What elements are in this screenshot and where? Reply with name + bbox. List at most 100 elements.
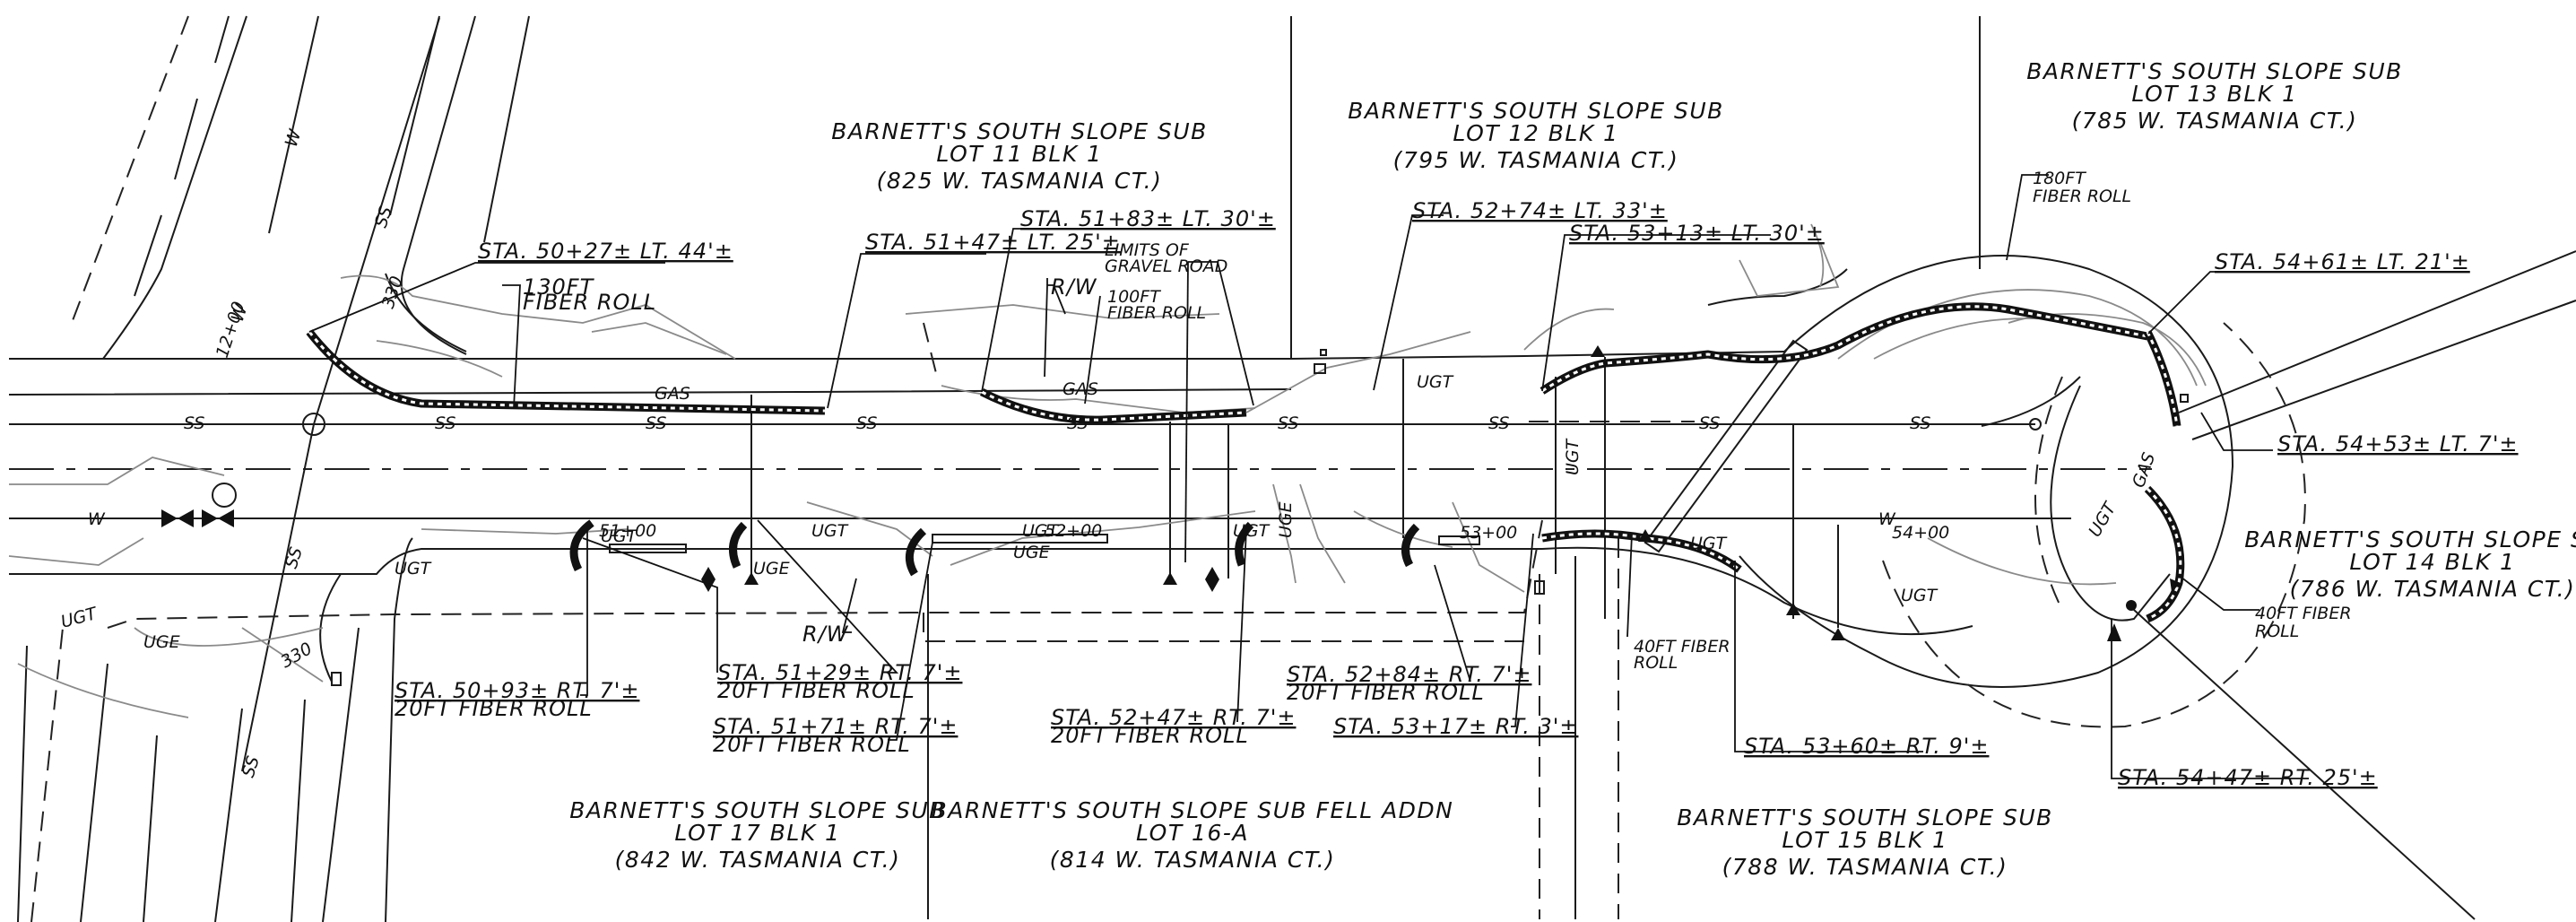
- lot-label-lot16a: BARNETT'S SOUTH SLOPE SUB FELL ADDN LOT …: [932, 797, 1454, 873]
- callout-130ft: 130FT: [523, 274, 595, 300]
- tag-ugt-5: UGT: [1022, 521, 1060, 541]
- callout-180ft: 180FT: [2033, 169, 2086, 188]
- callout-40ft-mid: 40FT FIBER: [1634, 637, 1730, 657]
- callout-sta-53-60: STA. 53+60± RT. 9'±: [1744, 734, 1989, 759]
- lot11-line1: BARNETT'S SOUTH SLOPE SUB: [831, 118, 1208, 144]
- leaders: [308, 174, 2309, 779]
- tag-ss-8: SS: [1699, 413, 1720, 433]
- lot13-line1: BARNETT'S SOUTH SLOPE SUB: [2026, 58, 2403, 84]
- lot12-line1: BARNETT'S SOUTH SLOPE SUB: [1348, 98, 1724, 124]
- station-52: 52+00: [1045, 521, 1102, 541]
- callouts-top: STA. 50+27± LT. 44'± 130FT FIBER ROLL ST…: [478, 169, 2519, 457]
- tag-uge-4: UGE: [1276, 501, 1296, 538]
- tag-ugt-8: UGT: [1901, 586, 1939, 605]
- lot16a-line1: BARNETT'S SOUTH SLOPE SUB FELL ADDN: [932, 797, 1454, 823]
- callout-sta-51-71: STA. 51+71± RT. 7'±: [713, 714, 958, 739]
- station-51: 51+00: [599, 521, 656, 541]
- callout-sta-51-47: STA. 51+47± LT. 25'±: [865, 230, 1121, 255]
- tag-ugt-4: UGT: [811, 521, 849, 541]
- callout-40ft-right-roll: ROLL: [2255, 622, 2299, 641]
- tag-ugt-2: UGT: [395, 559, 432, 578]
- tag-gas-2: GAS: [655, 384, 690, 404]
- tag-uge-2: UGE: [753, 559, 790, 578]
- lot15-line3: (788 W. TASMANIA CT.): [1722, 854, 2008, 880]
- callout-40ft-mid-roll: ROLL: [1634, 653, 1678, 673]
- tag-ss-4: SS: [856, 413, 877, 433]
- tag-ss-9: SS: [1910, 413, 1930, 433]
- tag-ss-12: SS: [239, 753, 264, 779]
- station-54: 54+00: [1892, 523, 1949, 543]
- callout-gravel-road: GRAVEL ROAD: [1105, 257, 1227, 276]
- tag-contour-2: 330: [278, 639, 316, 672]
- lot17-line2: LOT 17 BLK 1: [674, 820, 840, 846]
- contours: [421, 304, 1615, 593]
- lot12-line3: (795 W. TASMANIA CT.): [1393, 147, 1679, 173]
- lot15-line2: LOT 15 BLK 1: [1782, 827, 1947, 853]
- station-53: 53+00: [1460, 523, 1517, 543]
- tag-ugt-10: UGT: [2085, 498, 2121, 540]
- lot-label-lot12: BARNETT'S SOUTH SLOPE SUB LOT 12 BLK 1 (…: [1348, 98, 1724, 173]
- road-linework: [8, 16, 2152, 922]
- callout-sta-54-47: STA. 54+47± RT. 25'±: [2118, 765, 2378, 790]
- lot14-line3: (786 W. TASMANIA CT.): [2290, 576, 2576, 602]
- tag-ugt-7: UGT: [1690, 534, 1728, 553]
- lot-label-lot17: BARNETT'S SOUTH SLOPE SUB LOT 17 BLK 1 (…: [569, 797, 946, 873]
- lot13-line2: LOT 13 BLK 1: [2131, 81, 2297, 107]
- cross-street: [8, 15, 736, 922]
- tag-ss-3: SS: [646, 413, 666, 433]
- callout-sta-54-61: STA. 54+61± LT. 21'±: [2215, 249, 2470, 274]
- lot11-line2: LOT 11 BLK 1: [936, 141, 1102, 167]
- callout-sta-52-84: STA. 52+84± RT. 7'±: [1287, 662, 1531, 687]
- lot-label-lot13: BARNETT'S SOUTH SLOPE SUB LOT 13 BLK 1 (…: [2026, 58, 2403, 134]
- tag-ss-1: SS: [184, 413, 204, 433]
- callout-100ft: 100FT: [1107, 287, 1161, 307]
- lot14-line1: BARNETT'S SOUTH SLOPE SUB: [2244, 526, 2576, 552]
- callout-100ft-roll: FIBER ROLL: [1107, 303, 1206, 323]
- tag-ugt-1: UGT: [1417, 372, 1454, 392]
- devices: [161, 345, 2189, 686]
- tag-gas-1: GAS: [1062, 379, 1098, 399]
- tag-ugt-3: UGT: [601, 526, 638, 546]
- tag-ss-7: SS: [1488, 413, 1509, 433]
- lot17-line1: BARNETT'S SOUTH SLOPE SUB: [569, 797, 946, 823]
- tag-ugt-6: UGT: [1233, 521, 1271, 541]
- tag-ss-5: SS: [1067, 413, 1088, 433]
- callout-sta-53-17: STA. 53+17± RT. 3'±: [1333, 714, 1578, 739]
- tag-ugt-11: UGT: [59, 604, 100, 632]
- callout-sta-50-93-roll: 20FT FIBER ROLL: [395, 696, 593, 721]
- callout-sta-51-29: STA. 51+29± RT. 7'±: [717, 660, 962, 685]
- callout-130ft-roll: FIBER ROLL: [523, 290, 656, 315]
- tag-ss-2: SS: [435, 413, 455, 433]
- tag-ugt-9: UGT: [1563, 438, 1583, 475]
- tag-uge-1: UGE: [1013, 543, 1050, 562]
- tag-w-1: W: [88, 509, 106, 529]
- lot13-line3: (785 W. TASMANIA CT.): [2072, 108, 2358, 134]
- lot17-line3: (842 W. TASMANIA CT.): [615, 847, 901, 873]
- fiber-rolls: [306, 302, 2185, 623]
- lot16a-line3: (814 W. TASMANIA CT.): [1050, 847, 1336, 873]
- callout-sta-50-27: STA. 50+27± LT. 44'±: [478, 239, 733, 264]
- callout-sta-50-93: STA. 50+93± RT. 7'±: [395, 678, 639, 703]
- callout-sta-52-47: STA. 52+47± RT. 7'±: [1051, 705, 1296, 730]
- callout-rw-top: R/W: [1051, 274, 1097, 300]
- callout-sta-52-74: STA. 52+74± LT. 33'±: [1412, 198, 1668, 223]
- tag-ss-6: SS: [1278, 413, 1298, 433]
- callout-limits: LIMITS OF: [1105, 240, 1190, 260]
- callout-sta-51-71-roll: 20FT FIBER ROLL: [713, 732, 911, 757]
- callout-sta-52-47-roll: 20FT FIBER ROLL: [1051, 723, 1249, 748]
- tag-gas-3: GAS: [2129, 450, 2159, 491]
- callouts-bottom: 40FT FIBER ROLL STA. 54+47± RT. 25'± STA…: [395, 604, 2378, 790]
- callout-180ft-roll: FIBER ROLL: [2033, 187, 2131, 206]
- lot12-line2: LOT 12 BLK 1: [1453, 120, 1618, 146]
- callout-sta-53-13: STA. 53+13± LT. 30'±: [1569, 221, 1825, 246]
- lot14-line2: LOT 14 BLK 1: [2349, 549, 2515, 575]
- utility-verticals: [750, 359, 1557, 583]
- callout-sta-54-53: STA. 54+53± LT. 7'±: [2277, 431, 2519, 457]
- callout-rw-bottom: R/W: [802, 622, 849, 647]
- callout-sta-52-84-roll: 20FT FIBER ROLL: [1287, 680, 1485, 705]
- tag-w-3: W: [282, 126, 306, 150]
- lot-label-lot15: BARNETT'S SOUTH SLOPE SUB LOT 15 BLK 1 (…: [1677, 805, 2051, 880]
- lot11-line3: (825 W. TASMANIA CT.): [877, 168, 1163, 194]
- lot-label-lot14: BARNETT'S SOUTH SLOPE SUB LOT 14 BLK 1 (…: [2244, 526, 2576, 602]
